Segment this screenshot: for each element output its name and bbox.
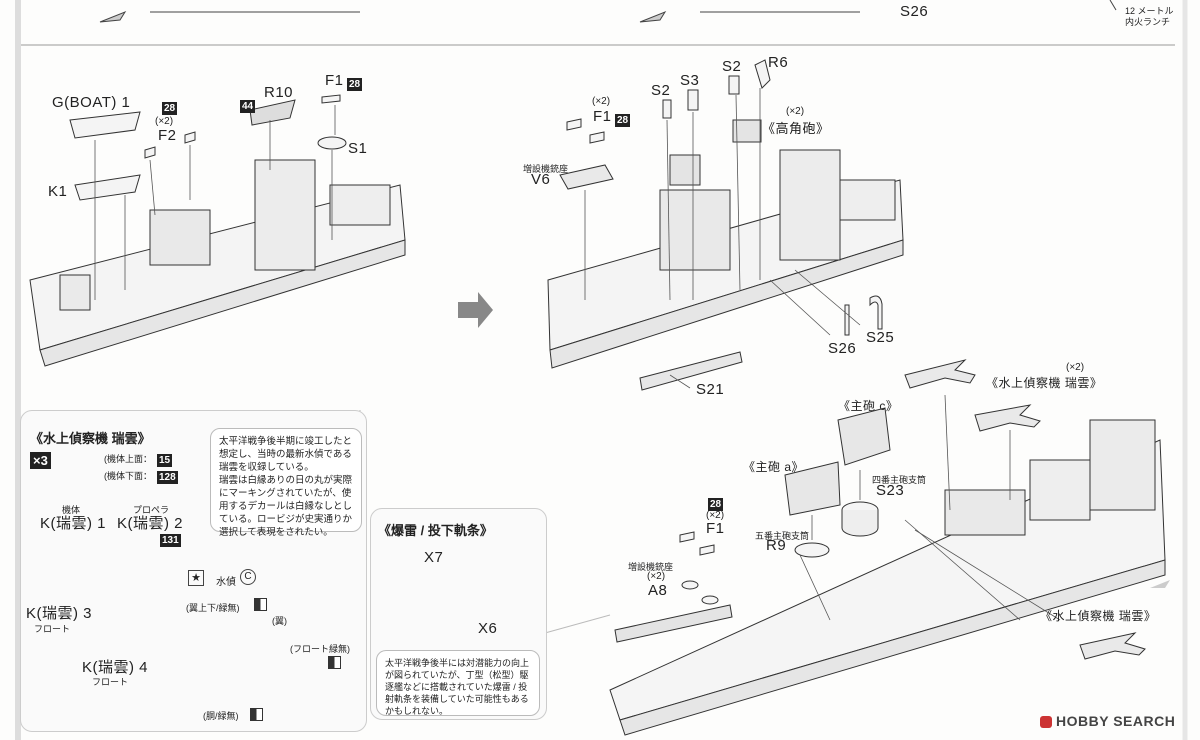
- step2-x2: (×2): [592, 96, 611, 107]
- step2-s25-label: S25: [866, 329, 895, 346]
- step2-zosetsu-label: 増設機銃座: [523, 164, 569, 174]
- step2-s2b-label: S2: [722, 58, 742, 75]
- zuiun-note-line: 用するデカールは白縁なしとし: [219, 501, 353, 512]
- step3-zuiun2-label: 《水上偵察機 瑞雲》: [1040, 609, 1157, 623]
- zuiun-note-line: 想定し、当時の最新水偵である: [219, 449, 352, 460]
- bakurai-panel-title: 《爆雷 / 投下軌条》: [378, 523, 493, 538]
- step2-f1-label: F1: [593, 108, 612, 125]
- zuiun-lower-badge: 128: [157, 471, 178, 484]
- zuiun-k2-label: K(瑞雲) 2: [117, 515, 184, 532]
- step1-f2-label: F2: [158, 127, 177, 144]
- step2-v6-label: V6: [531, 171, 551, 188]
- zuiun-kitai-label: 機体: [62, 505, 81, 515]
- zuiun-note-line: 太平洋戦争後半期に竣工したと: [219, 436, 353, 447]
- zuiun-note-line: 瑞雲を収録している。: [219, 462, 314, 473]
- top-s26-label: S26: [900, 3, 929, 20]
- bakurai-note-line: 太平洋戦争後半には対潜能力の向上: [385, 658, 530, 668]
- zuiun-propeller-label: プロペラ: [133, 505, 170, 515]
- step3-s23-label: S23: [876, 482, 905, 499]
- zuiun-float1-label: フロート: [34, 624, 71, 634]
- bakurai-x6-label: X6: [478, 620, 498, 637]
- step3-r9-label: R9: [766, 537, 787, 554]
- zuiun-badge-131: 131: [160, 534, 181, 547]
- step1-g-boat-label: G(BOAT) 1: [52, 94, 131, 111]
- step2-badge-28: 28: [615, 114, 631, 127]
- zuiun-float-green-label: (フロート緑無): [290, 644, 350, 654]
- step3-f1-label: F1: [706, 520, 725, 537]
- step1-badge-44: 44: [240, 100, 256, 113]
- step3-goban-label: 五番主砲支筒: [755, 531, 810, 541]
- zuiun-k1-label: K(瑞雲) 1: [40, 515, 107, 532]
- decal-square-icon: [254, 598, 267, 611]
- step1-f1-label: F1: [325, 72, 344, 89]
- bakurai-x7-label: X7: [424, 549, 444, 566]
- zuiun-note-line: 瑞雲は白縁ありの日の丸が実際: [219, 475, 353, 486]
- step1-x2: (×2): [155, 116, 174, 127]
- step3-x2: (×2): [1066, 362, 1085, 373]
- watermark-text: HOBBY SEARCH: [1056, 713, 1176, 729]
- zuiun-note-line: 選択して表現をされたい。: [219, 527, 333, 538]
- bakurai-note-line: が図られていたが、丁型（松型）駆: [385, 670, 529, 680]
- star-icon: ★: [188, 570, 204, 586]
- zuiun-k3-label: K(瑞雲) 3: [26, 605, 93, 622]
- bakurai-note-line: 射軌条を装備していた可能性もある: [385, 694, 529, 704]
- bakurai-note: 太平洋戦争後半には対潜能力の向上 が図られていたが、丁型（松型）駆 逐艦などに搭…: [376, 650, 540, 716]
- step3-zuiun-label: 《水上偵察機 瑞雲》: [986, 376, 1103, 390]
- step3-x2b: (×2): [706, 510, 725, 521]
- zuiun-panel-title: 《水上偵察機 瑞雲》: [30, 431, 151, 446]
- zuiun-upper-badge: 15: [157, 454, 173, 467]
- decal-square-icon: [250, 708, 263, 721]
- step3-shuhou-a-label: 《主砲 a》: [743, 460, 805, 474]
- step1-badge-28a: 28: [162, 102, 178, 115]
- step1-s1-label: S1: [348, 140, 368, 157]
- zuiun-wing-label: (翼): [272, 616, 287, 626]
- step2-r6-label: R6: [768, 54, 789, 71]
- bakurai-note-line: 逐艦などに搭載されていた爆雷 / 投: [385, 682, 528, 692]
- step1-badge-28b: 28: [347, 78, 363, 91]
- zuiun-x3-badge: ×3: [30, 452, 51, 469]
- zuiun-float2-label: フロート: [92, 677, 129, 687]
- step2-koukakuhou-label: 《高角砲》: [762, 121, 830, 136]
- step2-s21-label: S21: [696, 381, 725, 398]
- step3-a8-label: A8: [648, 582, 668, 599]
- step3-zosetsu-label: 増設機銃座: [628, 562, 674, 572]
- zuiun-note-line: ている。ロービジが史実通りか: [219, 514, 353, 525]
- decal-c-marker: C: [240, 569, 256, 585]
- top-note-line2: 内火ランチ: [1125, 17, 1171, 27]
- top-note-line1: 12 メートル: [1125, 6, 1174, 16]
- zuiun-note-line: にマーキングされていたが、使: [219, 488, 352, 499]
- step1-k1-label: K1: [48, 183, 68, 200]
- zuiun-upper-label: (機体上面：: [104, 454, 152, 464]
- step2-s2a-label: S2: [651, 82, 671, 99]
- step3-badge-28: 28: [708, 498, 724, 511]
- step3-yonban-label: 四番主砲支筒: [872, 475, 927, 485]
- zuiun-k4-label: K(瑞雲) 4: [82, 659, 149, 676]
- watermark: HOBBY SEARCH: [1040, 713, 1175, 729]
- zuiun-suitei-label: 水偵: [216, 577, 236, 588]
- zuiun-lower-label: (機体下面：: [104, 471, 152, 481]
- step3-x2c: (×2): [647, 571, 666, 582]
- zuiun-body-green-label: (胴/緑無): [203, 711, 239, 721]
- zuiun-note: 太平洋戦争後半期に竣工したと 想定し、当時の最新水偵である 瑞雲を収録している。…: [210, 428, 362, 538]
- step2-s26-label: S26: [828, 340, 857, 357]
- bakurai-note-line: かもしれない。: [385, 706, 449, 716]
- step2-x2-kaku: (×2): [786, 106, 805, 117]
- decal-square-icon: [328, 656, 341, 669]
- hobbysearch-logo-icon: [1040, 716, 1052, 729]
- step2-s3-label: S3: [680, 72, 700, 89]
- step3-shuhou-c-label: 《主砲 c》: [838, 399, 899, 413]
- step1-r10-label: R10: [264, 84, 294, 101]
- zuiun-wing-updown-label: (翼上下/緑無): [186, 603, 240, 613]
